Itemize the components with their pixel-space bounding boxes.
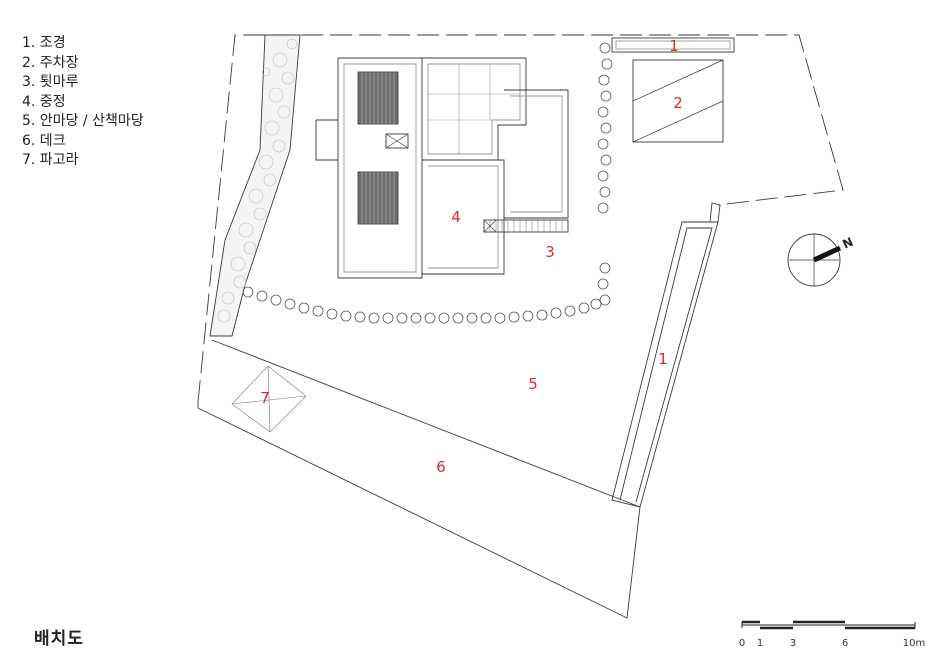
zone-label-yard: 5 bbox=[528, 375, 538, 393]
planter-north-inner bbox=[615, 40, 731, 50]
zone-label-pergola: 7 bbox=[260, 389, 270, 407]
legend: 1. 조경 2. 주차장 3. 툇마루 4. 중정 5. 안마당 / 산책마당 … bbox=[22, 34, 144, 171]
courtyard-wing bbox=[422, 57, 569, 275]
scale-tick-0: 0 bbox=[739, 638, 745, 649]
scale-tick-10: 10m bbox=[903, 638, 925, 649]
scale-tick-6: 6 bbox=[842, 638, 848, 649]
legend-item-deck: 6. 데크 bbox=[22, 132, 66, 149]
site-boundary-south bbox=[197, 402, 641, 619]
north-label: N bbox=[840, 235, 855, 252]
legend-item-courtyard: 4. 중정 bbox=[22, 93, 66, 110]
scale-tick-3: 3 bbox=[790, 638, 796, 649]
stone-slope bbox=[209, 34, 301, 337]
planter-north bbox=[611, 37, 735, 53]
legend-item-parking: 2. 주차장 bbox=[22, 54, 79, 71]
strip-cap bbox=[709, 202, 721, 223]
legend-item-landscape: 1. 조경 bbox=[22, 35, 66, 51]
legend-item-pergola: 7. 파고라 bbox=[22, 152, 79, 168]
pergola bbox=[231, 365, 307, 433]
zone-label-landscape-east: 1 bbox=[658, 350, 668, 368]
slope-stones bbox=[217, 38, 298, 323]
landscape-strip-inner bbox=[619, 227, 713, 503]
deck-edge bbox=[211, 339, 641, 508]
zone-label-courtyard: 4 bbox=[451, 208, 461, 226]
stepping-stones bbox=[242, 42, 613, 324]
house bbox=[315, 57, 423, 279]
zone-label-parking: 2 bbox=[673, 94, 683, 112]
north-arrow bbox=[787, 233, 842, 287]
site-boundary bbox=[197, 34, 844, 403]
scale-tick-1: 1 bbox=[757, 638, 763, 649]
zone-label-landscape-north: 1 bbox=[669, 37, 679, 55]
legend-item-veranda: 3. 툇마루 bbox=[22, 74, 79, 90]
legend-item-yard: 5. 안마당 / 산책마당 bbox=[22, 113, 144, 129]
zone-label-veranda: 3 bbox=[545, 243, 555, 261]
zone-label-deck: 6 bbox=[436, 458, 446, 476]
scale-bar bbox=[741, 620, 916, 630]
drawing-title: 배치도 bbox=[34, 629, 84, 649]
parking-diagonals bbox=[632, 59, 724, 143]
